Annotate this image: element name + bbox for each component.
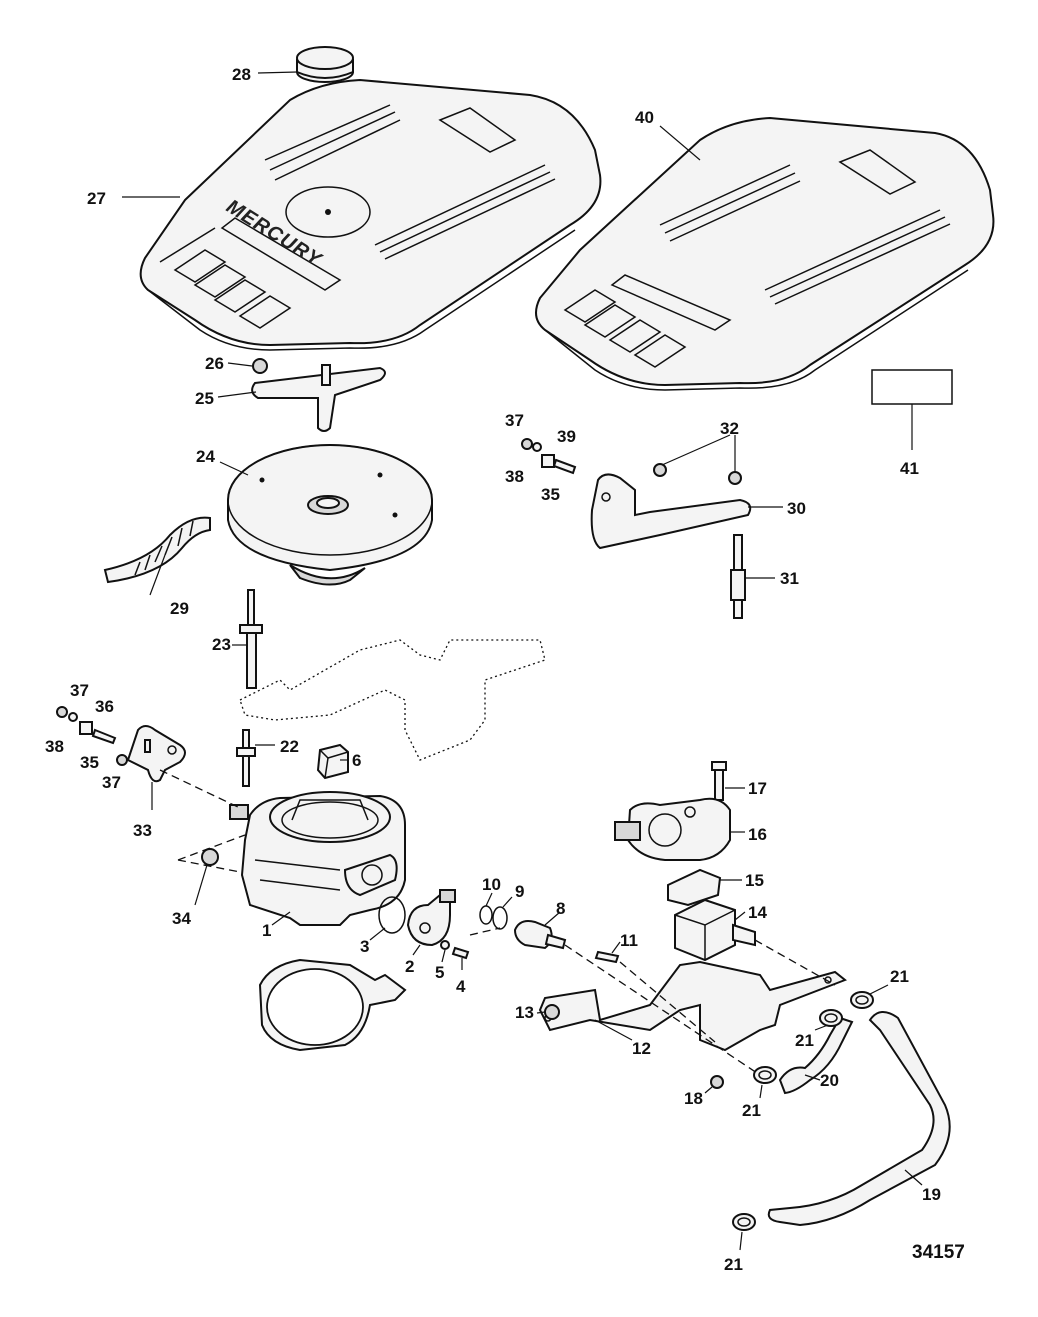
callout-16: 16 [748, 825, 767, 844]
callout-24: 24 [196, 447, 215, 466]
decal-box [871, 369, 953, 405]
hose-clamp-2 [819, 1009, 843, 1027]
plate-nut [544, 1004, 560, 1020]
callout-22: 22 [280, 737, 299, 756]
callout-35-left: 35 [80, 753, 99, 772]
engine-cover-right [535, 116, 995, 391]
callout-5: 5 [435, 963, 444, 982]
flame-arrestor [227, 444, 433, 586]
mounting-screw [594, 950, 620, 964]
callout-19: 19 [922, 1185, 941, 1204]
callout-4: 4 [456, 977, 466, 996]
throttle-position-sensor [406, 889, 456, 947]
throttle-body-stud [236, 729, 256, 787]
bolt-washer-set-lower [56, 706, 128, 766]
hose-clamp-4 [732, 1213, 756, 1231]
callout-37-upper: 37 [505, 411, 524, 430]
callout-30: 30 [787, 499, 806, 518]
callout-39: 39 [557, 427, 576, 446]
leader-lines [122, 71, 923, 1251]
callout-38-upper: 38 [505, 467, 524, 486]
callout-11: 11 [620, 931, 638, 950]
callout-37-left: 37 [70, 681, 89, 700]
hex-nut [252, 358, 268, 374]
callout-21-c: 21 [742, 1101, 761, 1120]
tps-screw [451, 946, 470, 960]
callout-33: 33 [133, 821, 152, 840]
callout-13: 13 [515, 1003, 534, 1022]
callout-41: 41 [900, 459, 919, 478]
callout-6: 6 [352, 751, 361, 770]
callout-17: 17 [748, 779, 767, 798]
hose-clamp-1 [850, 991, 874, 1009]
iac-adapter [674, 898, 756, 962]
callout-37-lower: 37 [102, 773, 121, 792]
callout-21-d: 21 [724, 1255, 743, 1274]
o-ring [378, 896, 406, 934]
callout-labels: 28 27 40 26 25 24 29 37 39 38 35 32 30 3… [45, 65, 941, 1274]
callout-10: 10 [482, 875, 501, 894]
small-o-ring [479, 905, 493, 925]
callout-18: 18 [684, 1089, 703, 1108]
callout-9: 9 [515, 882, 524, 901]
callout-15: 15 [745, 871, 764, 890]
throttle-body-gasket [258, 958, 407, 1052]
iac-bolt [711, 761, 727, 801]
callout-23: 23 [212, 635, 231, 654]
throttle-body [229, 791, 406, 926]
bolt-washer-set-upper [521, 438, 577, 475]
callout-34: 34 [172, 909, 191, 928]
callout-40: 40 [635, 108, 654, 127]
throttle-cable-bracket [590, 463, 752, 619]
idle-air-hose [778, 1016, 854, 1095]
callout-31: 31 [780, 569, 799, 588]
throttle-linkage-bracket [126, 725, 186, 783]
callout-32: 32 [720, 419, 739, 438]
callout-28: 28 [232, 65, 251, 84]
air-temperature-sensor [513, 920, 567, 950]
hose-clamp-3 [753, 1066, 777, 1084]
callout-27: 27 [87, 189, 106, 208]
callout-29: 29 [170, 599, 189, 618]
plate-nut-lower [710, 1075, 724, 1089]
callout-26: 26 [205, 354, 224, 373]
callout-38-left: 38 [45, 737, 64, 756]
mount-stud [239, 589, 263, 689]
callout-20: 20 [820, 1071, 839, 1090]
callout-36: 36 [95, 697, 114, 716]
alignment-lines [159, 769, 836, 1076]
oil-fill-cap [296, 46, 354, 83]
sensor-o-ring [492, 906, 508, 930]
engine-cover-left [139, 78, 602, 351]
callout-21-a: 21 [890, 967, 909, 986]
washer [440, 940, 450, 950]
callout-2: 2 [405, 957, 414, 976]
callout-1: 1 [262, 921, 271, 940]
idle-air-control-valve [614, 797, 731, 861]
throttle-body-plug [316, 743, 349, 780]
callout-12: 12 [632, 1039, 651, 1058]
callout-25: 25 [195, 389, 214, 408]
vent-hose [103, 516, 211, 584]
callout-3: 3 [360, 937, 369, 956]
callout-35-upper: 35 [541, 485, 560, 504]
cover-mount-bracket [251, 364, 386, 432]
callout-14: 14 [748, 903, 767, 922]
figure-number: 34157 [912, 1242, 965, 1263]
iac-gasket [667, 868, 722, 907]
callout-8: 8 [556, 899, 565, 918]
flange-nut [201, 848, 219, 866]
coolant-hose [767, 1011, 951, 1227]
callout-21-b: 21 [795, 1031, 814, 1050]
